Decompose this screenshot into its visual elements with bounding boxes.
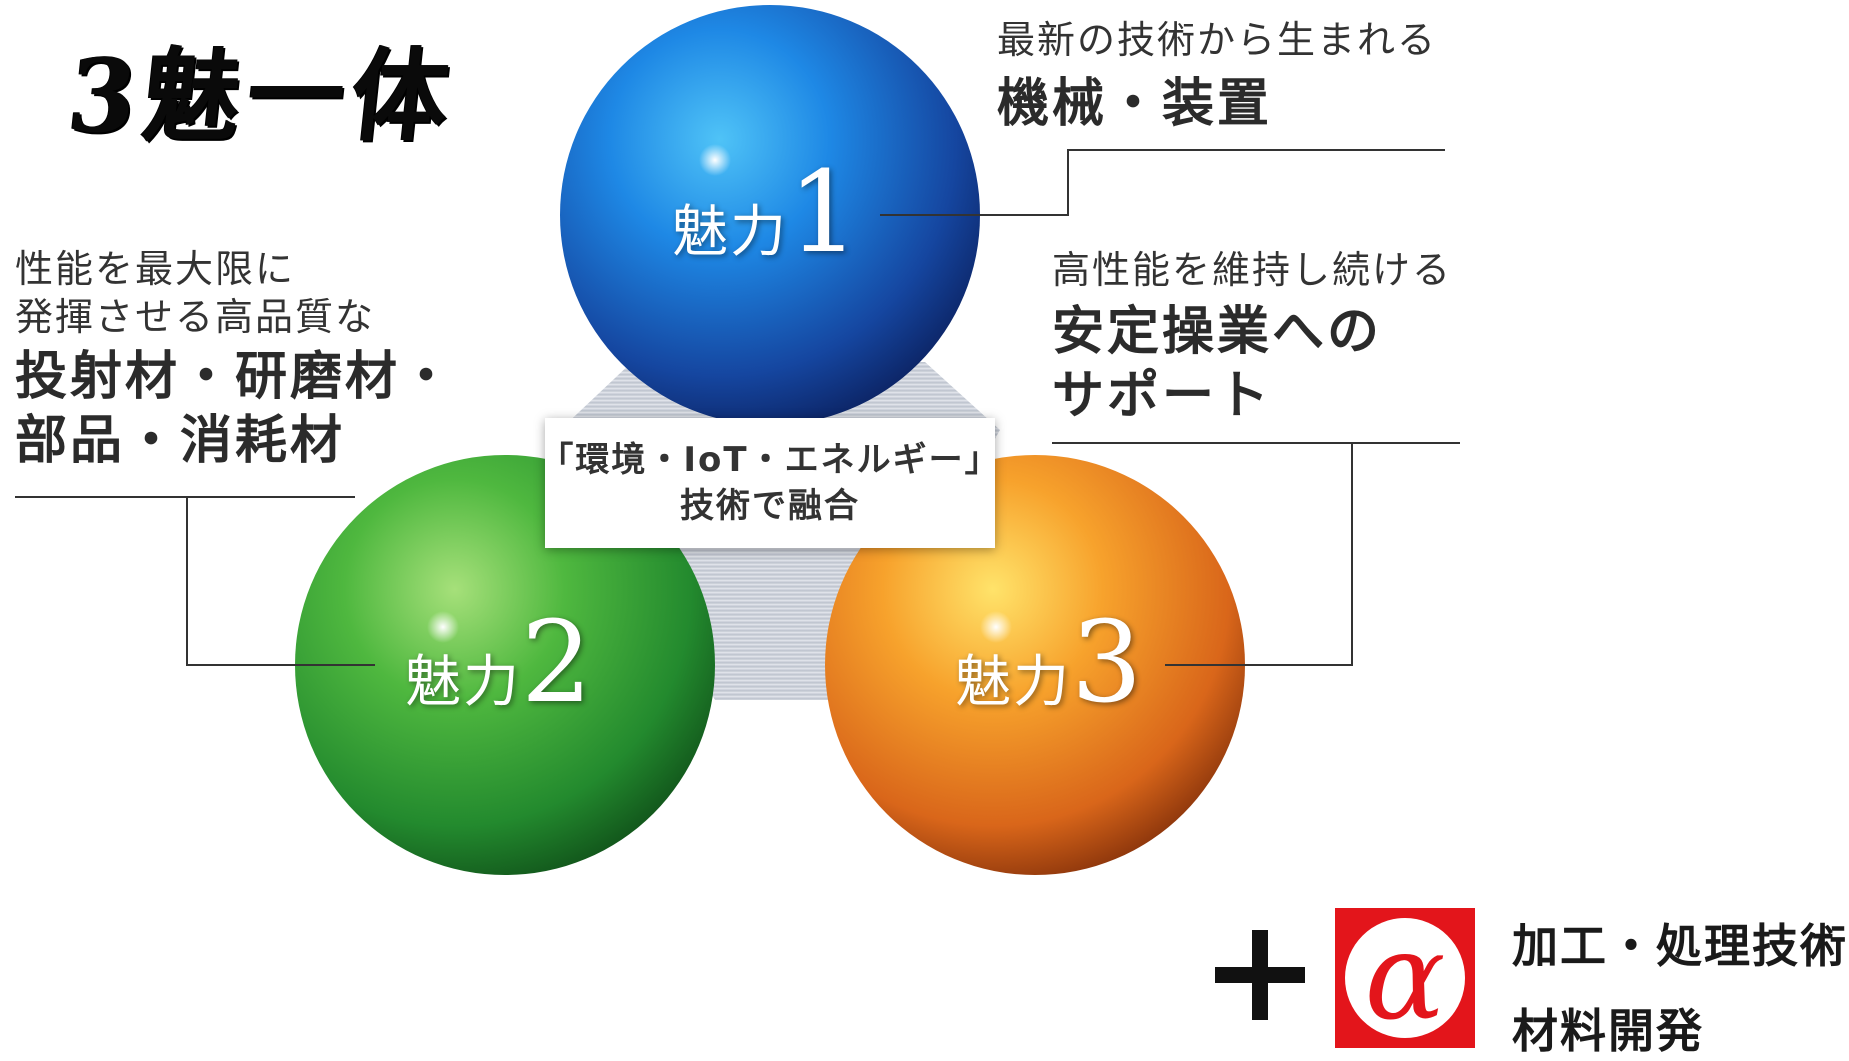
alpha-symbol: α: [1345, 918, 1465, 1038]
sphere-3-number: 3: [1071, 598, 1143, 728]
label-1-subtitle: 最新の技術から生まれる: [997, 18, 1438, 62]
sphere-2: [295, 455, 715, 875]
center-box-line1: 「環境・IoT・エネルギー」: [539, 440, 1001, 480]
alpha-logo: α: [1335, 908, 1475, 1048]
center-fusion-box: 「環境・IoT・エネルギー」 技術で融合: [539, 418, 999, 548]
connector-lines: [15, 149, 1460, 666]
label-3-subtitle: 高性能を維持し続ける: [1052, 248, 1453, 292]
label-3-heading-line1: 安定操業への: [1052, 302, 1383, 362]
label-1-heading: 機械・装置: [997, 74, 1273, 134]
sphere-1-label: 魅力1: [672, 148, 859, 278]
label-attraction-3: 高性能を維持し続ける 安定操業への サポート: [1052, 246, 1452, 428]
sphere-3: [825, 455, 1245, 875]
sphere-2-label: 魅力2: [405, 598, 592, 728]
sphere-3-kanji: 魅力: [955, 650, 1071, 715]
sphere-1: [560, 5, 980, 425]
plus-icon: [1215, 930, 1305, 1020]
label-attraction-1: 最新の技術から生まれる 機械・装置: [997, 16, 1437, 136]
sphere-2-number: 2: [521, 598, 593, 728]
sphere-3-label: 魅力3: [955, 598, 1142, 728]
label-3-heading-line2: サポート: [1052, 366, 1273, 426]
label-2-heading-line1: 投射材・研磨材・: [15, 347, 456, 407]
label-2-subtitle-line1: 性能を最大限に: [15, 247, 296, 291]
sphere-1-number: 1: [788, 148, 860, 278]
center-box-line2: 技術で融合: [680, 486, 860, 526]
sphere-1-kanji: 魅力: [672, 200, 788, 265]
alpha-text-line1: 加工・処理技術: [1512, 919, 1848, 973]
label-2-heading-line2: 部品・消耗材: [15, 411, 346, 471]
label-2-subtitle-line2: 発揮させる高品質な: [15, 295, 376, 339]
sphere-2-kanji: 魅力: [405, 650, 521, 715]
label-attraction-2: 性能を最大限に 発揮させる高品質な 投射材・研磨材・ 部品・消耗材: [15, 245, 455, 473]
alpha-text-line2: 材料開発: [1512, 1004, 1704, 1058]
